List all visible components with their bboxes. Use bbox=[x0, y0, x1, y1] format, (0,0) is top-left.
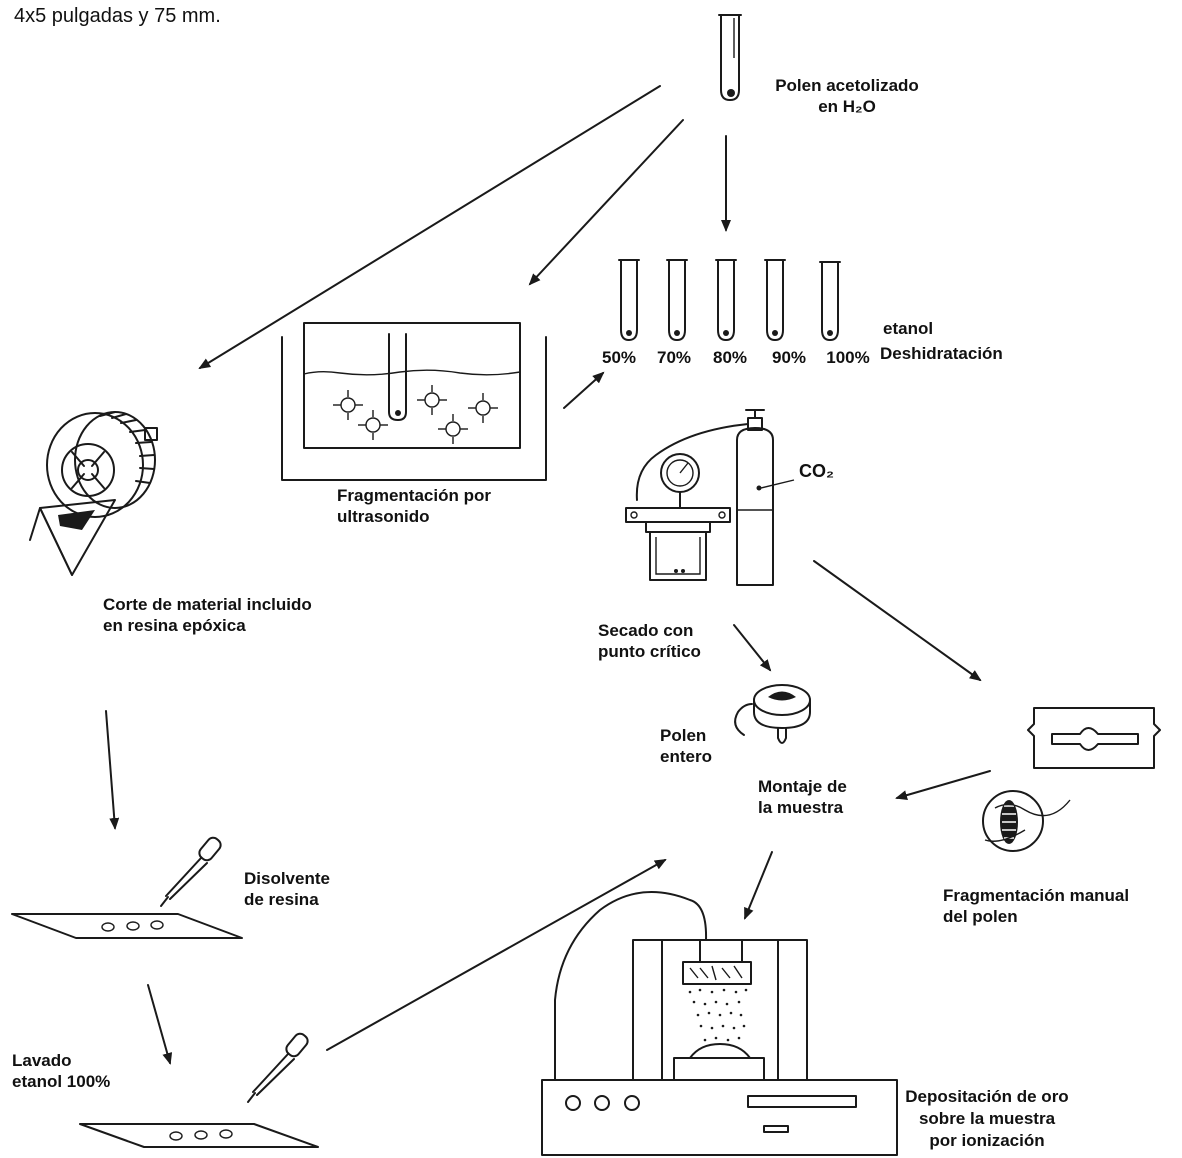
arrow-to-ultrasound bbox=[528, 119, 684, 286]
label-line: etanol 100% bbox=[12, 1072, 111, 1091]
label-line: en H₂O bbox=[818, 97, 876, 116]
label-line: Lavado bbox=[12, 1051, 72, 1070]
glass-slide-icon bbox=[11, 913, 243, 939]
pipette-icon bbox=[160, 836, 222, 907]
concentration-label: 100% bbox=[826, 348, 869, 367]
pollen-magnifier-icon bbox=[982, 790, 1071, 852]
label-line: de resina bbox=[244, 890, 319, 909]
arrow-slide-to-slide bbox=[147, 984, 173, 1065]
concentration-label: 90% bbox=[772, 348, 806, 367]
bubble-icon bbox=[358, 410, 388, 440]
sputter-coater-icon bbox=[541, 891, 898, 1156]
label-line: la muestra bbox=[758, 798, 844, 817]
sem-stub-icon bbox=[734, 684, 811, 744]
bubble-icon bbox=[468, 393, 498, 423]
arrow-manual-to-mount bbox=[895, 770, 991, 801]
label-line: ultrasonido bbox=[337, 507, 430, 526]
label-line: Fragmentación por bbox=[337, 486, 491, 505]
label-line: Fragmentación manual bbox=[943, 886, 1130, 905]
label-fragmentacion-ultrasonido: Fragmentación por ultrasonido bbox=[337, 485, 491, 527]
ultrasound-bath-icon bbox=[281, 322, 547, 481]
label-deshidratacion: Deshidratación bbox=[880, 344, 1003, 363]
tube-icon bbox=[715, 259, 737, 341]
label-line: punto crítico bbox=[598, 642, 701, 661]
arrow-wash-to-mount bbox=[326, 859, 667, 1051]
label-corte: Corte de material incluido en resina epó… bbox=[103, 594, 312, 636]
tube-icon bbox=[618, 259, 640, 341]
microtome-icon bbox=[29, 411, 158, 576]
tube-icon bbox=[764, 259, 786, 341]
label-deposito: Depositación de oro sobre la muestra por… bbox=[896, 1086, 1078, 1152]
dehydration-tubes: 50% 70% 80% 90% 100% bbox=[602, 259, 870, 367]
arrow-to-razor bbox=[813, 560, 982, 682]
label-disolvente: Disolvente de resina bbox=[244, 868, 330, 910]
tube-icon bbox=[666, 259, 688, 341]
header-text: 4x5 pulgadas y 75 mm. bbox=[14, 5, 221, 27]
label-lavado: Lavado etanol 100% bbox=[12, 1050, 110, 1092]
arrow-mount-to-coater bbox=[744, 851, 773, 920]
razor-blade-icon bbox=[1027, 707, 1161, 769]
bubble-icon bbox=[438, 414, 468, 444]
label-line: Secado con bbox=[598, 621, 694, 640]
label-line: sobre la muestra bbox=[918, 1109, 1056, 1128]
flow-arrows bbox=[105, 85, 991, 1065]
label-secado: Secado con punto crítico bbox=[598, 620, 701, 662]
gold-particles bbox=[688, 988, 748, 1042]
glass-slide-icon bbox=[79, 1123, 319, 1148]
label-line: del polen bbox=[943, 907, 1018, 926]
concentration-label: 70% bbox=[657, 348, 691, 367]
test-tube-icon bbox=[718, 14, 742, 101]
arrow-ultrasound-to-dehydration bbox=[563, 371, 605, 409]
label-line: Polen acetolizado bbox=[775, 76, 919, 95]
bubble-icon bbox=[333, 390, 363, 420]
tube-icon bbox=[819, 261, 841, 341]
bubble-icon bbox=[417, 385, 447, 415]
arrow-to-stub bbox=[733, 624, 772, 672]
label-line: entero bbox=[660, 747, 712, 766]
label-line: Polen bbox=[660, 726, 707, 745]
label-line: en resina epóxica bbox=[103, 616, 246, 635]
arrow-to-microtome bbox=[198, 85, 661, 370]
concentration-label: 80% bbox=[713, 348, 747, 367]
label-polen-entero: Polen entero bbox=[660, 725, 712, 767]
co2-label: CO₂ bbox=[799, 461, 834, 481]
critical-point-dryer-icon: CO₂ bbox=[625, 409, 834, 586]
pipette-icon bbox=[247, 1032, 309, 1103]
label-line: Depositación de oro bbox=[905, 1087, 1069, 1106]
concentration-label: 50% bbox=[602, 348, 636, 367]
label-montaje: Montaje de la muestra bbox=[758, 776, 847, 818]
label-line: Corte de material incluido bbox=[103, 595, 312, 614]
arrow-microtome-to-slide bbox=[105, 710, 120, 830]
label-fragmentacion-manual: Fragmentación manual del polen bbox=[943, 885, 1129, 927]
label-etanol: etanol bbox=[883, 319, 934, 338]
label-polen-acetolizado: Polen acetolizado en H₂O bbox=[757, 75, 937, 117]
label-line: por ionización bbox=[929, 1131, 1045, 1150]
label-line: Montaje de bbox=[758, 777, 847, 796]
label-line: Disolvente bbox=[244, 869, 330, 888]
